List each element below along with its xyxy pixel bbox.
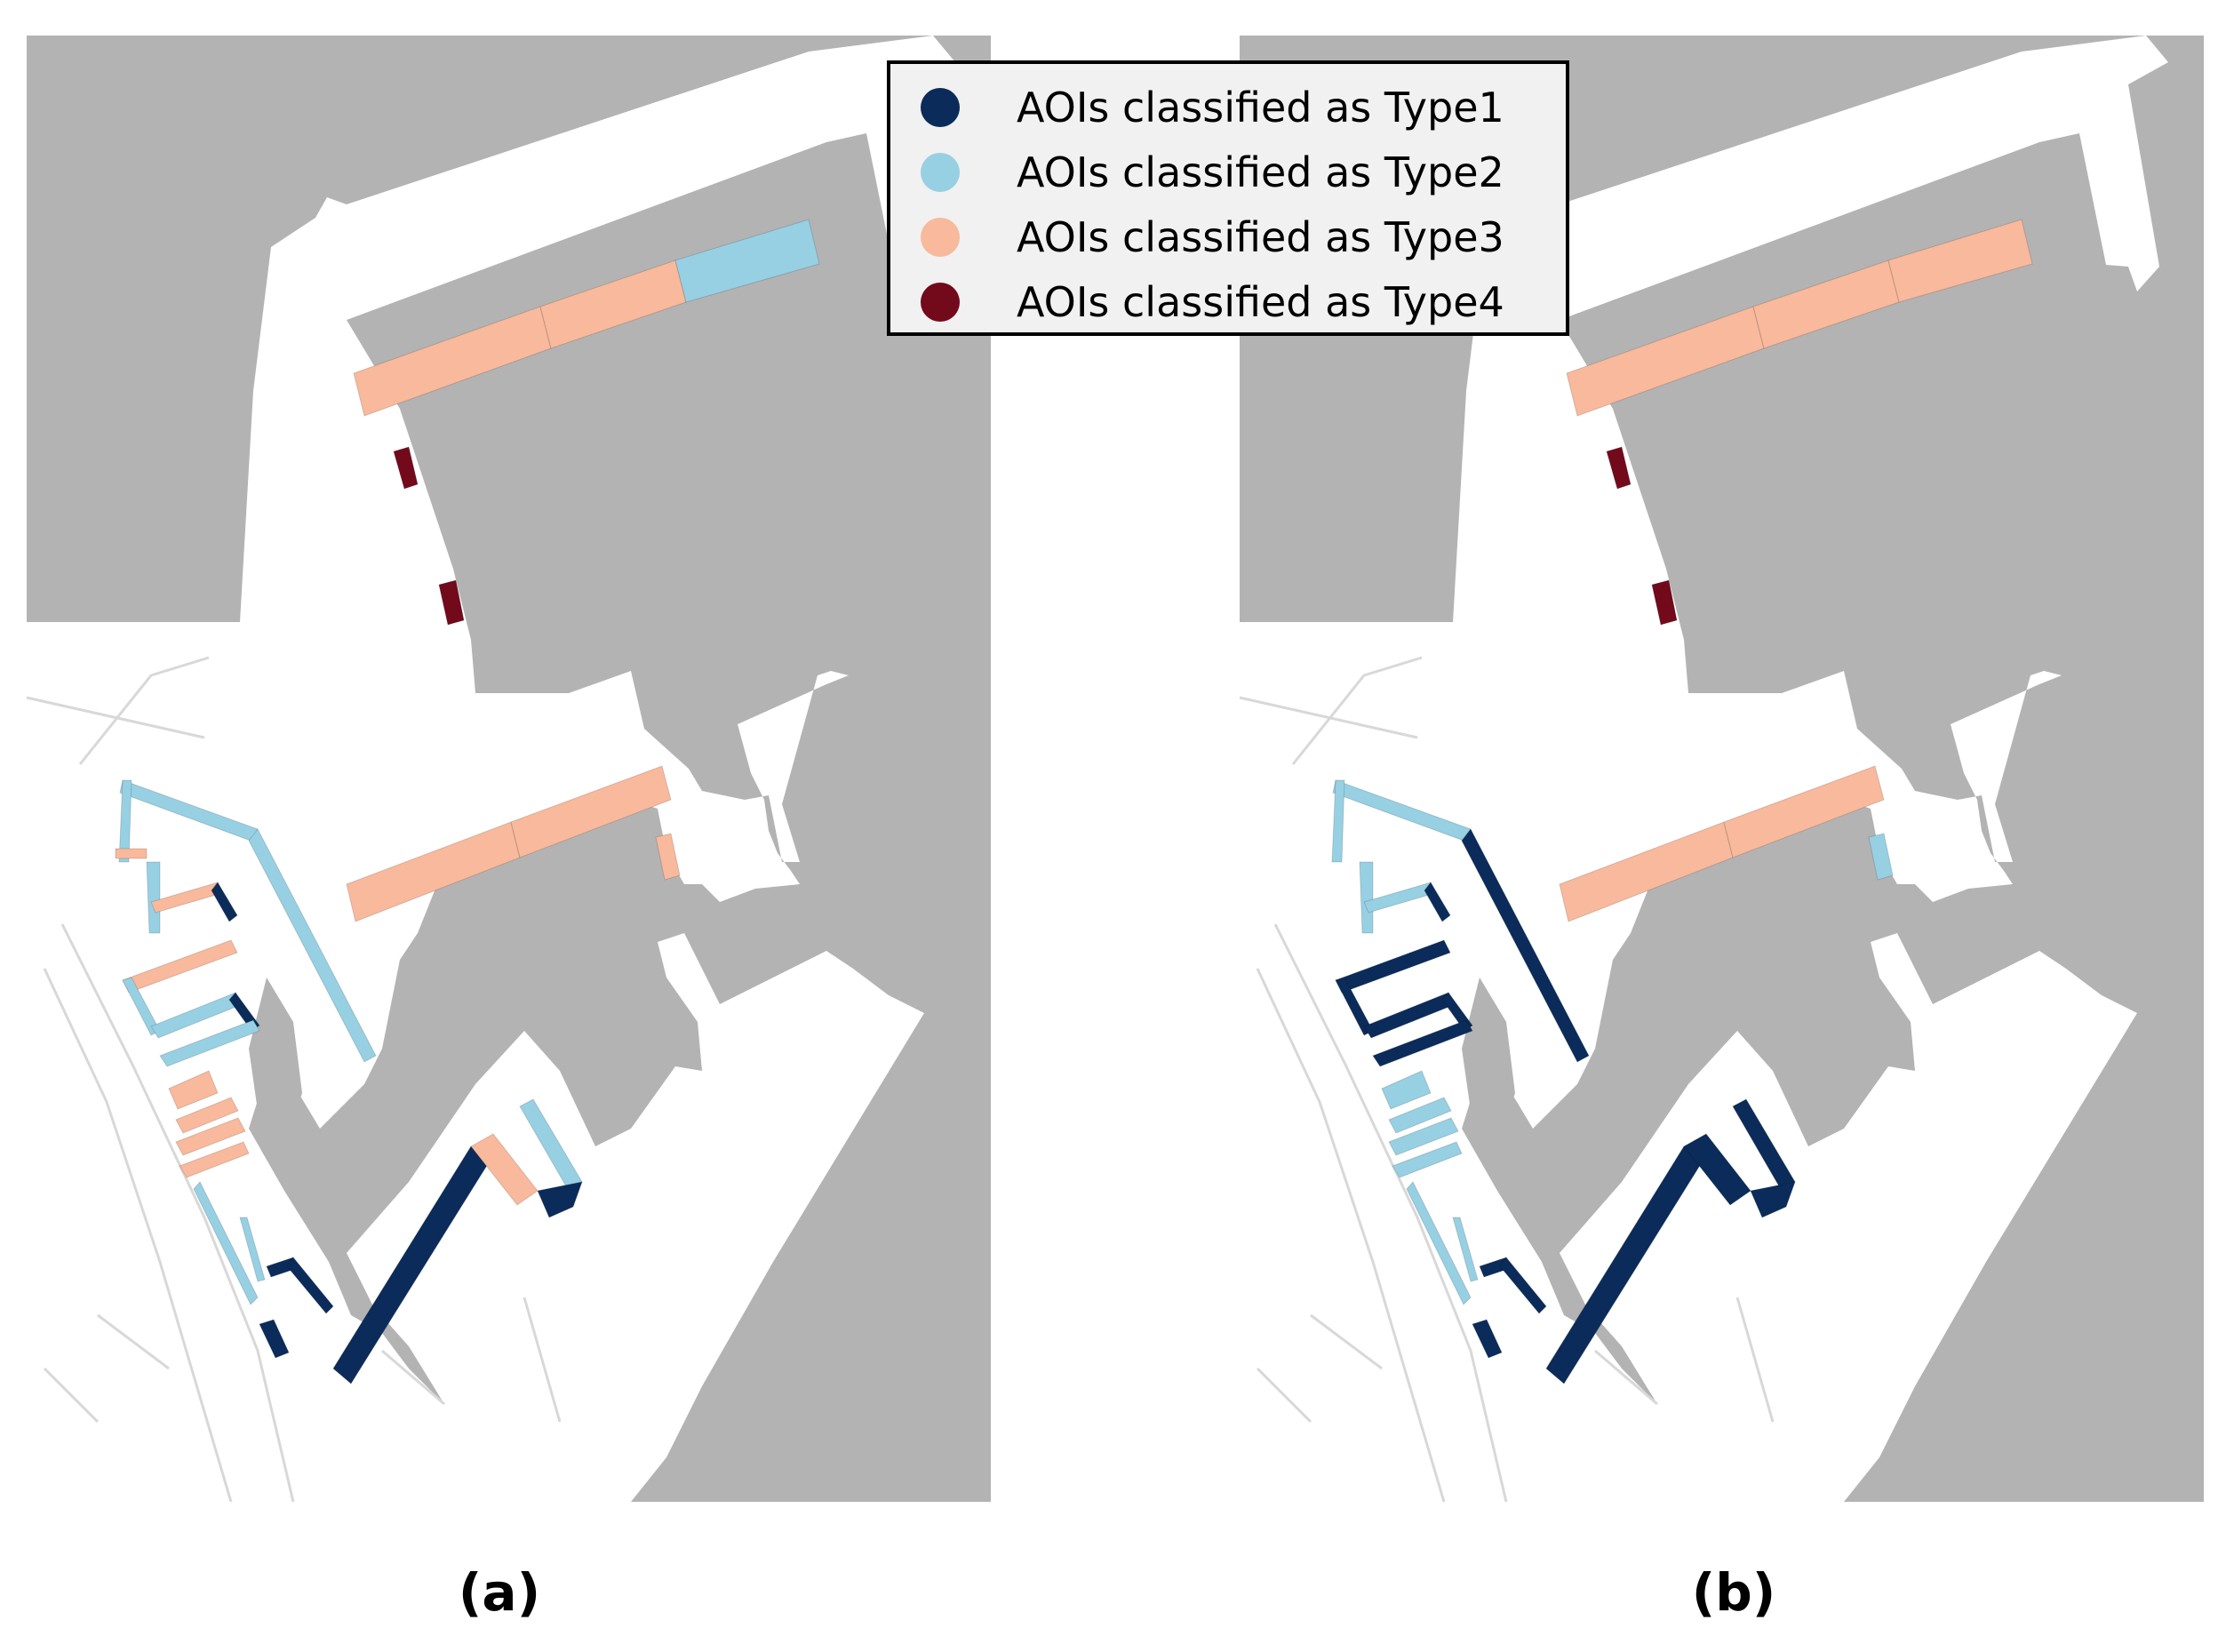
aoi-small-finger-1-b — [1381, 1070, 1432, 1110]
legend: AOIs classified as Type1 AOIs classified… — [887, 60, 1569, 336]
aoi-small-finger-2-a — [175, 1097, 239, 1134]
aoi-middle-pier-end-b — [1868, 833, 1894, 881]
aoi-middle-pier-seg-2-b — [1723, 765, 1885, 858]
inner-water-a-0 — [453, 565, 511, 626]
aoi-basin-tip-b — [1750, 1181, 1796, 1218]
legend-marker-type3 — [921, 217, 960, 257]
legend-item-type3: AOIs classified as Type3 — [921, 204, 1566, 269]
inner-water-a-1 — [249, 978, 302, 1146]
aoi-small-finger-3-a — [175, 1117, 246, 1156]
aoi-finger-2-bottom-a — [122, 939, 238, 994]
aoi-lower-inner-quay-a — [239, 1217, 266, 1282]
legend-label-type1: AOIs classified as Type1 — [1017, 83, 1504, 132]
street-lines-b — [1239, 656, 1775, 1503]
aoi-west-quay-left-a — [118, 779, 132, 863]
aoi-small-finger-2-b — [1388, 1097, 1452, 1134]
aoi-north-quay-seg-3-a — [674, 219, 820, 303]
aoi-north-berth-1-a — [393, 446, 419, 490]
aoi-lower-step-3-b — [1472, 1319, 1503, 1359]
aoi-middle-pier-end-a — [655, 833, 681, 881]
aoi-small-finger-4-b — [1392, 1141, 1463, 1178]
aoi-finger-3-bottom-b — [1372, 1019, 1473, 1067]
aoi-middle-pier-seg-2-a — [510, 765, 672, 858]
aoi-north-quay-seg-3-b — [1887, 219, 2033, 303]
panel-label-a: (a) — [458, 1562, 541, 1623]
legend-item-type2: AOIs classified as Type2 — [921, 140, 1566, 204]
aoi-north-berth-1-b — [1606, 446, 1632, 490]
aoi-finger-1-left-b — [1359, 861, 1374, 934]
aoi-west-quay-left-b — [1331, 779, 1345, 863]
aoi-west-quay-step-a — [115, 848, 148, 859]
aoi-north-berth-2-b — [1651, 579, 1678, 626]
map-panel-a — [26, 36, 991, 1503]
land-area-b — [1240, 36, 2168, 1502]
panel-label-b: (b) — [1691, 1562, 1776, 1623]
legend-item-type1: AOIs classified as Type1 — [921, 75, 1566, 140]
aoi-finger-2-bottom-b — [1335, 939, 1451, 994]
aoi-north-berth-2-a — [438, 579, 465, 626]
legend-marker-type2 — [921, 152, 960, 192]
legend-marker-type4 — [921, 282, 960, 322]
aoi-long-diagonal-quay-a — [248, 828, 377, 1063]
legend-label-type3: AOIs classified as Type3 — [1017, 212, 1504, 261]
aoi-long-diagonal-quay-b — [1461, 828, 1590, 1063]
legend-label-type2: AOIs classified as Type2 — [1017, 148, 1504, 196]
aoi-finger-1-tip-a — [211, 882, 238, 922]
aoi-small-finger-4-a — [179, 1141, 250, 1178]
inner-water-b-0 — [1666, 565, 1724, 626]
legend-marker-type1 — [921, 87, 960, 127]
aoi-lower-diagonal-quay-b — [1406, 1181, 1472, 1305]
aoi-small-finger-3-b — [1388, 1117, 1459, 1156]
land-area-a — [27, 36, 955, 1502]
aoi-small-finger-1-a — [168, 1070, 219, 1110]
aoi-finger-1-tip-b — [1424, 882, 1451, 922]
street-lines-a — [26, 656, 562, 1503]
aoi-lower-inner-quay-b — [1452, 1217, 1479, 1282]
aoi-basin-tip-a — [537, 1181, 583, 1218]
legend-item-type4: AOIs classified as Type4 — [921, 269, 1566, 334]
aoi-finger-1-left-a — [146, 861, 161, 934]
legend-label-type4: AOIs classified as Type4 — [1017, 277, 1504, 326]
aoi-lower-diagonal-quay-a — [193, 1181, 259, 1305]
aoi-lower-step-2-b — [1499, 1257, 1547, 1314]
inner-water-b-1 — [1462, 978, 1515, 1146]
aoi-lower-step-3-a — [259, 1319, 290, 1359]
aoi-finger-3-bottom-a — [159, 1019, 260, 1067]
aoi-lower-step-2-a — [286, 1257, 334, 1314]
